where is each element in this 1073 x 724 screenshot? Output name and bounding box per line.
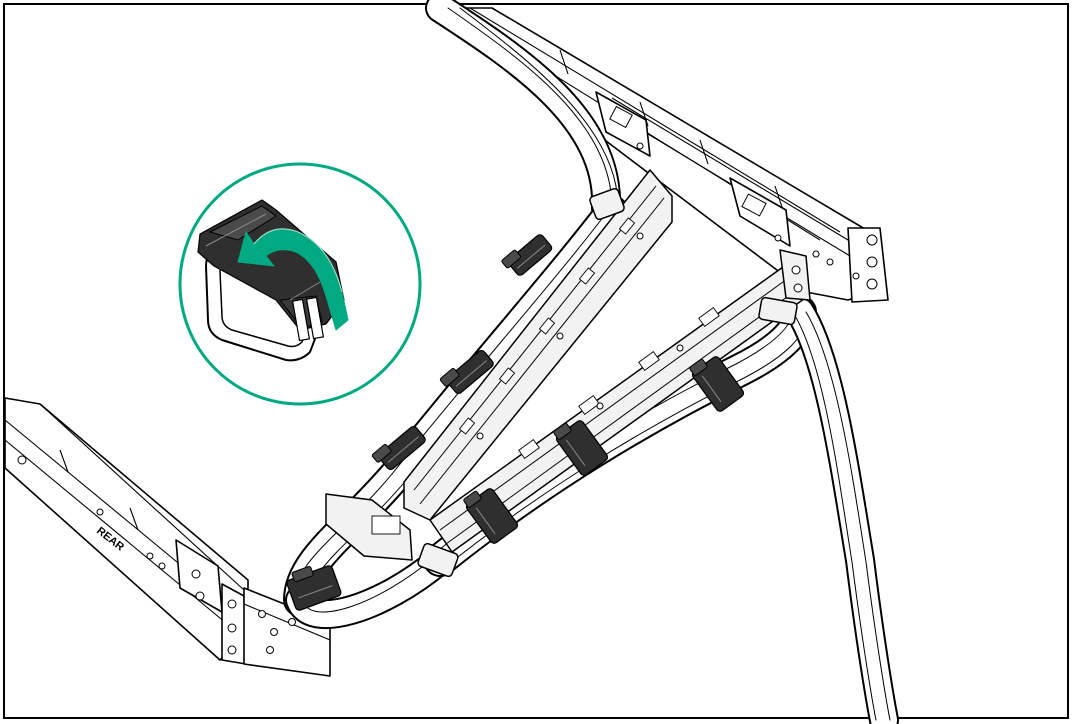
cma-lower-arm bbox=[429, 249, 811, 553]
rail-bracket bbox=[729, 177, 791, 247]
clip-detail-callout bbox=[178, 162, 422, 406]
rail-bracket bbox=[595, 91, 651, 157]
rail-left-rear: REAR bbox=[4, 397, 331, 677]
rotate-arrow-icon bbox=[237, 228, 349, 331]
cma-upper-arm bbox=[325, 169, 673, 561]
cable-clip bbox=[689, 356, 745, 412]
cable-clip bbox=[286, 565, 342, 611]
cable-clip bbox=[371, 425, 426, 471]
cable-clip bbox=[501, 234, 553, 276]
cable-clip bbox=[439, 349, 494, 395]
cable-clip bbox=[553, 420, 609, 476]
cable-clip bbox=[463, 488, 519, 544]
cable-clips bbox=[286, 234, 745, 611]
arm-connectors bbox=[417, 187, 798, 578]
